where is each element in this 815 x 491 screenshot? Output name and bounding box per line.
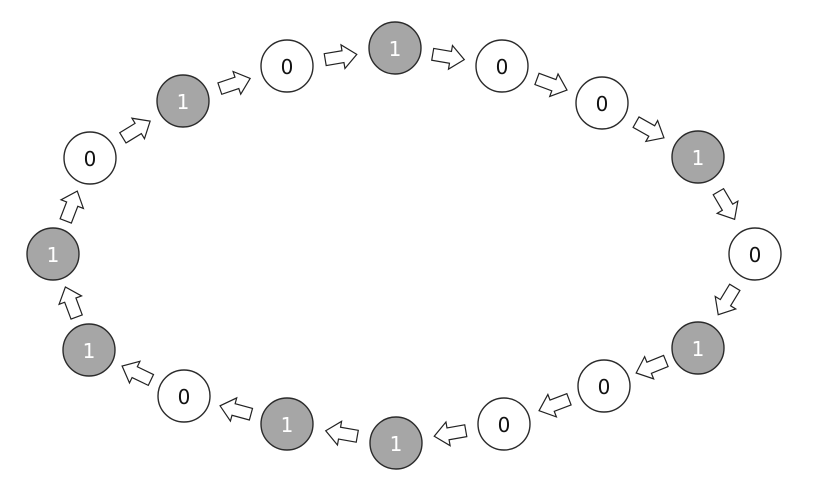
node-bit-label: 1 bbox=[692, 146, 705, 170]
node-bit-label: 0 bbox=[596, 92, 609, 116]
unshaded-node-circle bbox=[575, 76, 629, 130]
shaded-node-circle bbox=[62, 323, 116, 377]
shaded-node-circle bbox=[368, 21, 422, 75]
unshaded-node-circle bbox=[260, 39, 314, 93]
ring-node: 1 bbox=[368, 21, 422, 75]
node-bit-label: 1 bbox=[177, 90, 190, 114]
node-bit-label: 0 bbox=[749, 243, 762, 267]
ring-node: 1 bbox=[671, 321, 725, 375]
ring-node: 0 bbox=[477, 397, 531, 451]
ring-node: 0 bbox=[475, 39, 529, 93]
block-arrow-icon bbox=[58, 286, 84, 320]
shaded-node-circle bbox=[260, 397, 314, 451]
block-arrow-icon bbox=[118, 117, 151, 144]
connector-arrows bbox=[58, 43, 741, 447]
ring-node: 0 bbox=[728, 227, 782, 281]
ring-node: 1 bbox=[260, 397, 314, 451]
shaded-node-circle bbox=[156, 74, 210, 128]
node-bit-label: 0 bbox=[496, 55, 509, 79]
ring-node: 1 bbox=[369, 416, 423, 470]
ring-node: 0 bbox=[63, 131, 117, 185]
node-bit-label: 0 bbox=[178, 385, 191, 409]
node-bit-label: 1 bbox=[47, 243, 60, 267]
block-arrow-icon bbox=[632, 116, 665, 143]
node-bit-label: 1 bbox=[281, 413, 294, 437]
block-arrow-icon bbox=[712, 187, 739, 221]
block-arrow-icon bbox=[323, 43, 358, 70]
block-arrow-icon bbox=[121, 360, 155, 387]
unshaded-node-circle bbox=[577, 359, 631, 413]
shaded-node-circle bbox=[671, 321, 725, 375]
node-bit-label: 0 bbox=[598, 375, 611, 399]
unshaded-node-circle bbox=[63, 131, 117, 185]
shaded-node-circle bbox=[26, 227, 80, 281]
unshaded-node-circle bbox=[157, 369, 211, 423]
node-bit-label: 1 bbox=[83, 339, 96, 363]
ring-node: 0 bbox=[575, 76, 629, 130]
ring-node: 1 bbox=[62, 323, 116, 377]
shaded-node-circle bbox=[671, 130, 725, 184]
node-bit-label: 1 bbox=[390, 432, 403, 456]
block-arrow-icon bbox=[433, 420, 468, 447]
ring-node: 1 bbox=[671, 130, 725, 184]
block-arrow-icon bbox=[217, 70, 252, 96]
node-bit-label: 0 bbox=[498, 413, 511, 437]
block-arrow-icon bbox=[534, 72, 568, 98]
ring-node: 0 bbox=[260, 39, 314, 93]
unshaded-node-circle bbox=[728, 227, 782, 281]
ring-node: 1 bbox=[26, 227, 80, 281]
block-arrow-icon bbox=[635, 354, 669, 380]
shaded-node-circle bbox=[369, 416, 423, 470]
block-arrow-icon bbox=[59, 190, 85, 224]
ring-node: 0 bbox=[157, 369, 211, 423]
unshaded-node-circle bbox=[477, 397, 531, 451]
ring-node: 0 bbox=[577, 359, 631, 413]
node-bit-label: 0 bbox=[84, 147, 97, 171]
block-arrow-icon bbox=[219, 396, 254, 423]
node-bit-label: 0 bbox=[281, 55, 294, 79]
ring-nodes: 1 0 0 1 0 1 0 0 1 1 0 1 1 0 1 0 bbox=[26, 21, 782, 470]
node-bit-label: 1 bbox=[692, 337, 705, 361]
node-bit-label: 1 bbox=[389, 37, 402, 61]
ring-node: 1 bbox=[156, 74, 210, 128]
block-arrow-icon bbox=[714, 283, 741, 316]
block-arrow-icon bbox=[324, 420, 359, 447]
block-arrow-icon bbox=[538, 392, 572, 418]
unshaded-node-circle bbox=[475, 39, 529, 93]
block-arrow-icon bbox=[431, 44, 466, 71]
